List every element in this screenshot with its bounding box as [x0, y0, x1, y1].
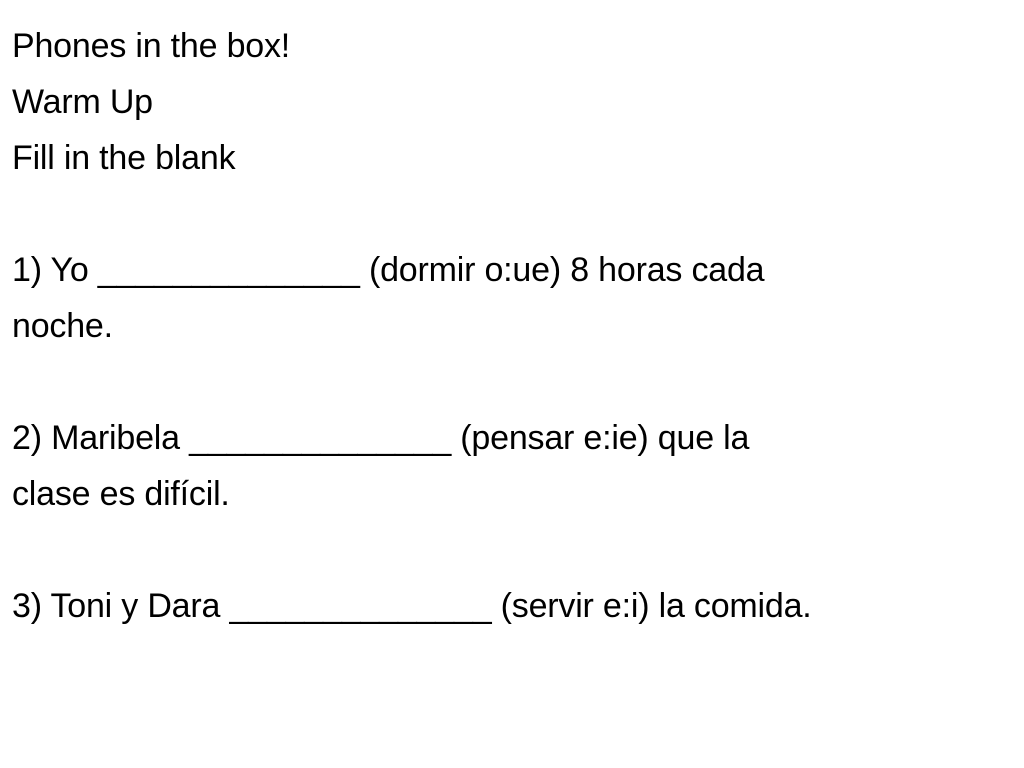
question-3: 3) Toni y Dara ______________ (servir e:…: [12, 578, 1012, 634]
spacer: [12, 354, 1012, 410]
slide-content: Phones in the box! Warm Up Fill in the b…: [12, 18, 1012, 634]
warm-up-heading: Warm Up: [12, 83, 153, 121]
question-1-line-1: 1) Yo ______________ (dormir o:ue) 8 hor…: [12, 251, 765, 289]
question-1: 1) Yo ______________ (dormir o:ue) 8 hor…: [12, 242, 1012, 354]
question-3-line-1: 3) Toni y Dara ______________ (servir e:…: [12, 587, 812, 625]
instructions: Fill in the blank: [12, 139, 236, 177]
spacer: [12, 522, 1012, 578]
phones-notice: Phones in the box!: [12, 27, 291, 65]
question-2-line-1: 2) Maribela ______________ (pensar e:ie)…: [12, 419, 750, 457]
question-2-line-2: clase es difícil.: [12, 475, 230, 513]
question-2: 2) Maribela ______________ (pensar e:ie)…: [12, 410, 1012, 522]
question-1-line-2: noche.: [12, 307, 113, 345]
spacer: [12, 186, 1012, 242]
